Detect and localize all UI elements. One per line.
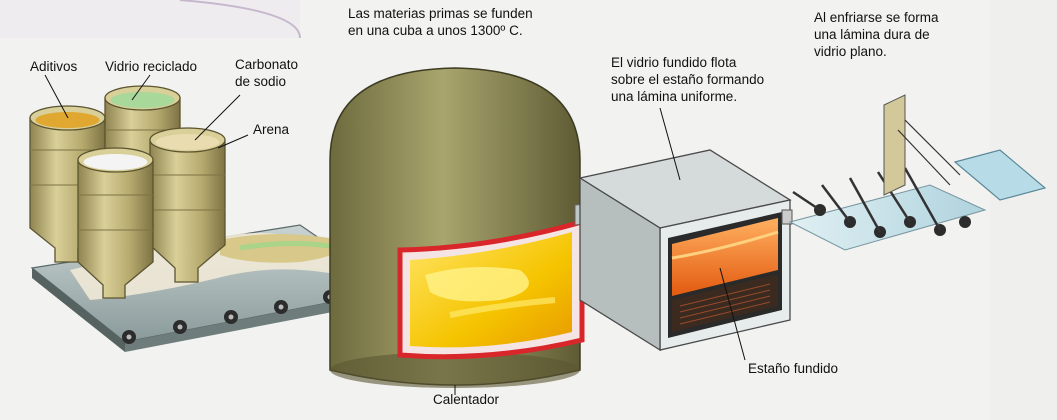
label-materias-primas-se-funden: Las materias primas se funden en una cub…	[348, 6, 533, 38]
hopper-carbonato	[149, 127, 226, 283]
label-arena: Arena	[253, 122, 290, 137]
label-carbonato-de-sodio: Carbonato de sodio	[235, 57, 299, 89]
label-vidrio-fundido-flota: El vidrio fundido flota sobre el estaño …	[611, 55, 765, 104]
annealing-line	[788, 94, 1047, 251]
label-aditivos: Aditivos	[30, 59, 78, 74]
label-vidrio-reciclado: Vidrio reciclado	[105, 59, 198, 74]
label-al-enfriarse: Al enfriarse se forma una lámina dura de…	[814, 10, 939, 59]
hopper-arena	[77, 147, 154, 299]
label-calentador: Calentador	[433, 392, 500, 407]
conveyor-belt-left	[30, 224, 397, 352]
label-estano-fundido: Estaño fundido	[748, 361, 839, 376]
calentador-furnace	[329, 67, 585, 388]
leader-lines	[44, 74, 746, 395]
float-bath	[578, 149, 793, 352]
